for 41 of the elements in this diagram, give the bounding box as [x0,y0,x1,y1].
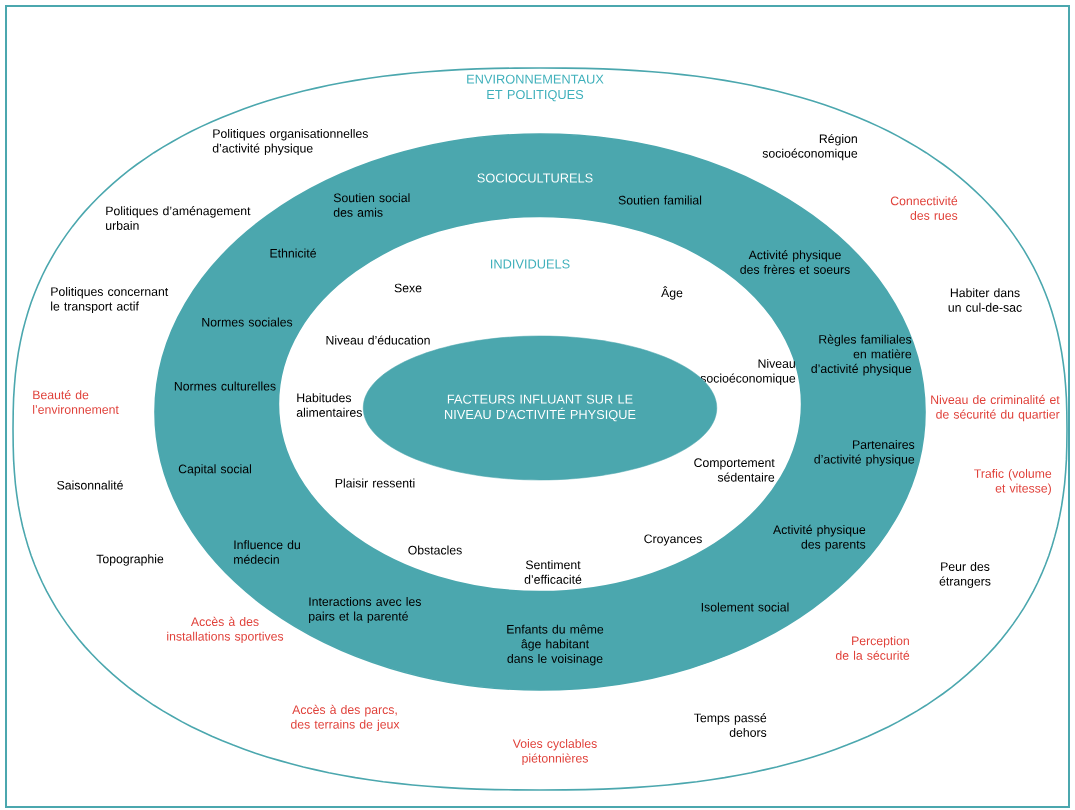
factor-label: Influence du médecin [234,540,300,564]
factor-label: Accès à des parcs, des terrains de jeux [291,704,400,732]
factor-label: Normes sociales [202,317,293,327]
factor-label: Politiques organisationnelles d’activité physique [212,128,368,156]
factor-label: Saisonnalité [57,480,123,490]
factor-label: Partenaires d’activité physique [814,439,915,467]
factor-label: Sentiment d’efficacité [524,560,582,584]
factor-label: Peur des étrangers [939,561,991,589]
factor-label: Enfants du même âge habitant dans le voisinage [507,624,604,666]
factor-label: Activité physique des parents [773,524,866,552]
factor-label: Isolement social [701,602,789,612]
factor-label: Ethnicité [270,248,316,258]
factor-label: Topographie [96,554,164,566]
factor-label: Soutien social des amis [333,193,410,217]
section-heading: INDIVIDUELS [491,259,570,269]
factor-label: Capital social [178,464,251,476]
factor-label: Région socioéconomique [762,133,858,161]
factor-label: Croyances [644,534,702,546]
factor-label: Temps passé dehors [694,713,767,737]
factor-label: Âge [661,286,683,300]
factor-label: Politiques d’aménagement urbain [106,206,251,230]
section-heading: SOCIOCULTURELS [477,173,593,183]
factor-label: Politiques concernant le transport actif [51,286,169,314]
factor-label: Règles familiales en matière d’activité physique [811,334,912,376]
factor-label: Normes culturelles [174,381,276,391]
factor-label: Habiter dans un cul-de-sac [948,288,1022,312]
factor-label: Voies cyclables piétonnières [512,738,597,766]
section-heading: ENVIRONNEMENTAUX ET POLITIQUES [467,74,604,102]
factor-label: Activité physique des frères et soeurs [740,250,850,274]
factor-label: Soutien familial [618,195,702,205]
factor-label: Niveau de criminalité et de sécurité du quartier [931,394,1060,422]
factor-label: Obstacles [408,545,462,555]
factor-label: Sexe [394,283,422,293]
factor-label: Perception de la sécurité [835,636,910,660]
factor-label: Beauté de l’environnement [33,390,119,414]
factor-label: Plaisir ressenti [335,478,415,488]
factor-label: Connectivité des rues [890,196,958,220]
factor-label: Interactions avec les pairs et la parenté [309,596,421,624]
factor-label: Habitudes alimentaires [296,393,362,417]
factor-label: Trafic (volume et vitesse) [974,468,1052,496]
factor-label: Accès à des installations sportives [167,616,284,644]
